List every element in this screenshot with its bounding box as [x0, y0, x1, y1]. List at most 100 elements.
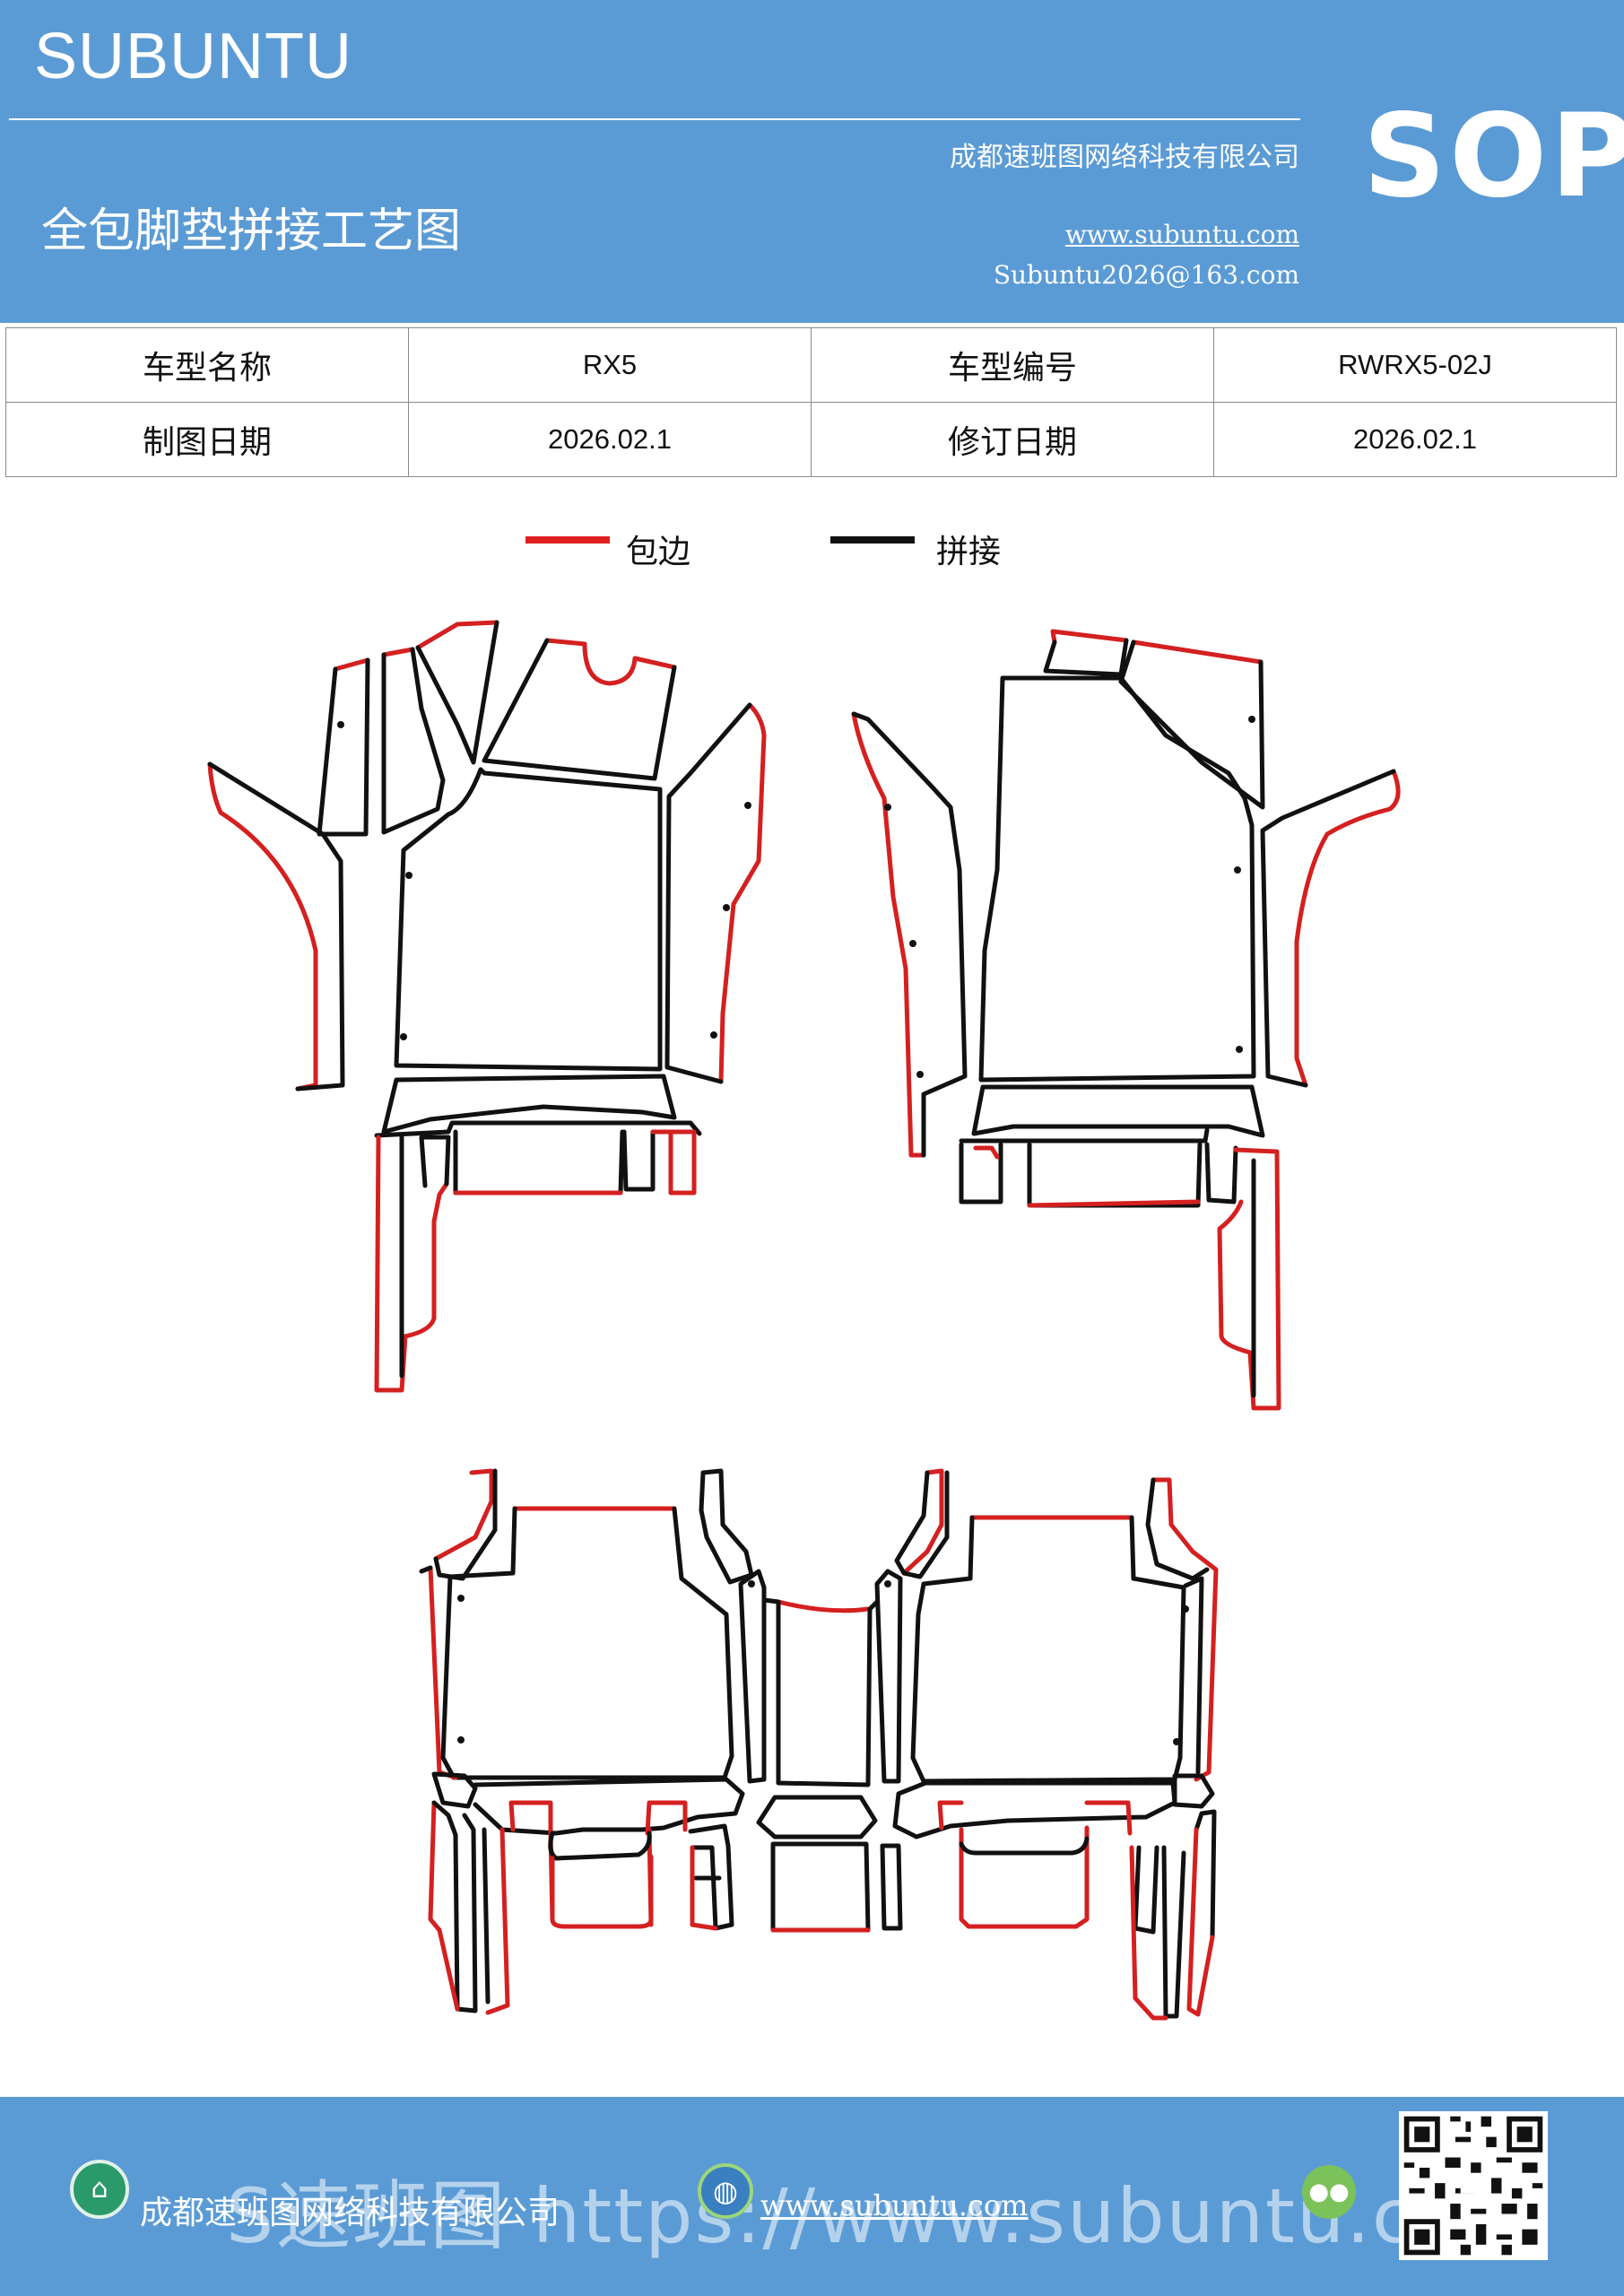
website-link[interactable]: www.subuntu.com: [1064, 220, 1299, 249]
fastener-dot: [457, 1595, 465, 1602]
mat-seam: [482, 638, 677, 781]
sop-badge: SOP: [1363, 90, 1624, 223]
mat-piece: [207, 761, 318, 1091]
qr-code[interactable]: [1399, 2111, 1548, 2260]
mat-seam: [770, 1841, 871, 1933]
mat-piece: [433, 1468, 494, 1561]
mat-seam: [664, 702, 752, 1084]
mat-piece: [1217, 1147, 1281, 1411]
rear-mat-group: [419, 1468, 1219, 2021]
wechat-icon: ●●: [1302, 2165, 1356, 2219]
mat-seam: [959, 1836, 1090, 1856]
mat-seam: [880, 1843, 903, 1931]
legend-label-seam: 拼接: [936, 534, 1002, 570]
header-banner: SUBUNTU 成都速班图网络科技有限公司 全包脚垫拼接工艺图 www.subu…: [0, 0, 1624, 323]
mat-seam: [978, 675, 1256, 1083]
table-cell: 车型编号: [811, 327, 1214, 403]
mat-piece: [1294, 769, 1401, 1088]
fastener-dot: [1234, 866, 1241, 874]
mat-piece: [437, 1827, 510, 2015]
mat-seam: [431, 1800, 491, 2013]
mat-seam: [207, 761, 345, 1091]
mat-piece: [374, 1135, 449, 1393]
fastener-dot: [916, 1071, 924, 1078]
mat-piece: [901, 1468, 944, 1576]
mat-seam: [394, 767, 663, 1072]
fastener-dot: [457, 1736, 465, 1744]
table-cell: 2026.02.1: [408, 402, 812, 477]
mat-piece: [718, 702, 767, 1084]
mat-piece: [428, 1800, 442, 1933]
mat-seam: [1133, 1809, 1217, 2019]
mat-seam: [892, 1780, 1177, 1839]
fastener-dot: [405, 872, 413, 879]
table-row: 制图日期 2026.02.1 修订日期 2026.02.1: [5, 402, 1617, 477]
table-cell: RX5: [408, 327, 812, 403]
table-row: 车型名称 RX5 车型编号 RWRX5-02J: [5, 327, 1617, 403]
mat-piece: [650, 1129, 697, 1196]
mat-seam: [959, 1142, 1003, 1205]
brand-logo: SUBUNTU: [34, 21, 353, 92]
mat-piece: [776, 1599, 871, 1613]
mat-piece: [1027, 1199, 1201, 1208]
footer-banner: S速班图 https://www.subuntu.com ⌂ 成都速班图网络科技…: [0, 2097, 1624, 2296]
mat-piece: [381, 647, 415, 657]
legend-swatch-seam: [830, 536, 915, 544]
mat-seam: [419, 1565, 433, 1574]
mat-seam: [971, 1084, 1265, 1138]
fastener-dot: [909, 940, 916, 947]
mat-piece: [937, 1800, 1133, 1929]
mat-seam: [381, 647, 446, 835]
mat-seam: [756, 1795, 878, 1839]
mat-piece: [973, 1145, 1000, 1160]
mat-seam: [688, 1823, 734, 1931]
front-right-mat-group: [851, 629, 1401, 1411]
table-cell: 制图日期: [5, 402, 409, 477]
mat-seam: [433, 1468, 498, 1581]
mat-seam: [959, 1127, 1210, 1144]
fastener-dot: [337, 721, 344, 728]
mat-seam: [399, 1135, 451, 1378]
mat-seam: [851, 711, 968, 1158]
mat-seam: [374, 1120, 702, 1138]
legend-swatch-edging: [525, 536, 610, 544]
fastener-dot: [1248, 716, 1255, 723]
vehicle-info-table: 车型名称 RX5 车型编号 RWRX5-02J 制图日期 2026.02.1 修…: [5, 327, 1617, 477]
mat-piece: [1151, 1477, 1219, 1782]
mat-seam: [415, 620, 499, 765]
fastener-dot: [723, 904, 730, 911]
mat-seam: [440, 1506, 734, 1780]
mat-piece: [333, 657, 370, 672]
mat-seam: [1172, 1773, 1215, 1809]
table-cell: 修订日期: [811, 402, 1214, 477]
fastener-dot: [710, 1031, 717, 1039]
table-cell: RWRX5-02J: [1213, 327, 1617, 403]
header-divider: [9, 118, 1300, 120]
legend-label-edging: 包边: [626, 534, 691, 570]
mat-seam: [431, 1771, 478, 1809]
mat-seam: [317, 657, 370, 837]
company-name: 成都速班图网络科技有限公司: [950, 142, 1299, 173]
fastener-dot: [748, 1580, 755, 1587]
mat-piece: [550, 1854, 654, 1929]
mat-seam: [1145, 1477, 1210, 1775]
fastener-dot: [1173, 1738, 1180, 1745]
mat-piece: [1131, 639, 1264, 665]
footer-website-link[interactable]: www.subuntu.com: [760, 2188, 1029, 2222]
mat-seam: [1043, 638, 1129, 677]
mat-seam: [1204, 1142, 1238, 1205]
mat-seam: [1260, 769, 1396, 1088]
mat-seam: [473, 1777, 745, 1836]
table-cell: 2026.02.1: [1213, 402, 1617, 477]
mat-seam: [1027, 1142, 1203, 1208]
fastener-dot: [1182, 1605, 1189, 1613]
fastener-dot: [744, 802, 751, 809]
mat-piece: [1129, 1827, 1215, 2021]
mat-seam: [738, 1569, 767, 1784]
fastener-dot: [884, 804, 891, 811]
table-cell: 车型名称: [5, 327, 409, 403]
document-title: 全包脚垫拼接工艺图: [41, 204, 462, 258]
globe-icon: ◍: [698, 2163, 753, 2219]
fastener-dot: [400, 1033, 407, 1040]
